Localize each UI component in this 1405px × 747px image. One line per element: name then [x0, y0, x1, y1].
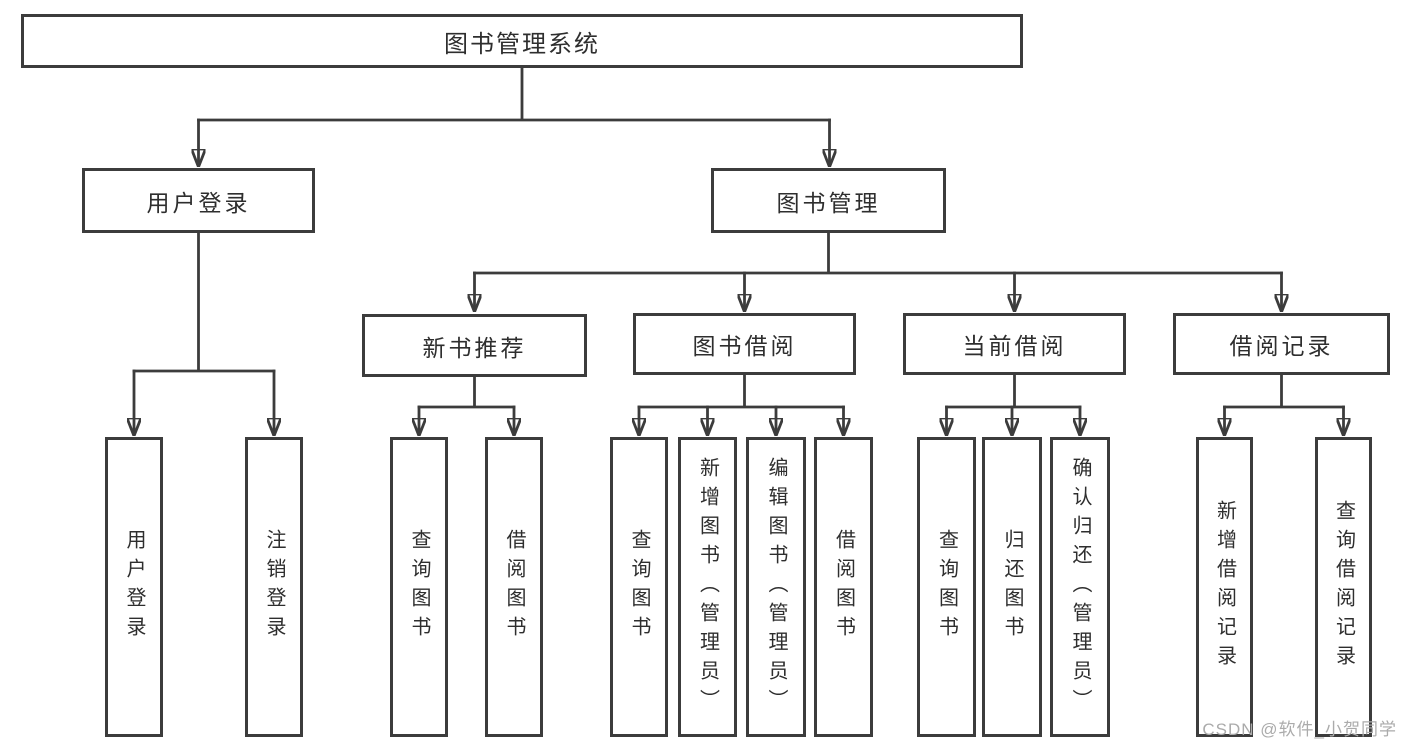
node-book-management-label: 图书管理 [776, 189, 881, 216]
node-borrowing-records: 借阅记录 [1173, 313, 1390, 375]
leaf-borrow-books-borrowing-label: 借阅图书 [832, 529, 855, 645]
leaf-edit-books-admin-label: 编辑图书（管理员） [765, 456, 787, 718]
leaf-borrow-books-recommend-label: 借阅图书 [503, 529, 525, 645]
leaf-return-books: 归还图书 [982, 437, 1042, 737]
leaf-logout-label: 注销登录 [263, 529, 285, 645]
leaf-query-books-current: 查询图书 [917, 437, 976, 737]
leaf-query-books-recommend: 查询图书 [390, 437, 448, 737]
leaf-query-borrow-record-label: 查询借阅记录 [1332, 500, 1355, 674]
connector-current-borrowing [947, 373, 1081, 434]
node-new-book-recommend: 新书推荐 [362, 314, 587, 377]
connector-new-book-recommend [419, 375, 514, 434]
leaf-borrow-books-recommend: 借阅图书 [485, 437, 543, 737]
connector-borrowing-records [1225, 373, 1344, 434]
node-user-login: 用户登录 [82, 168, 315, 233]
node-current-borrowing-label: 当前借阅 [962, 333, 1067, 359]
connector-book-borrowing [639, 373, 844, 434]
leaf-user-login-label: 用户登录 [123, 529, 145, 645]
leaf-add-books-admin-label: 新增图书（管理员） [696, 456, 719, 718]
leaf-user-login: 用户登录 [105, 437, 163, 737]
leaf-add-borrow-record-label: 新增借阅记录 [1213, 500, 1236, 674]
csdn-watermark: CSDN @软件_小贺同学 [1202, 720, 1397, 739]
leaf-logout: 注销登录 [245, 437, 303, 737]
node-new-book-recommend-label: 新书推荐 [422, 334, 527, 361]
node-current-borrowing: 当前借阅 [903, 313, 1126, 375]
node-root: 图书管理系统 [21, 14, 1023, 68]
connector-book-management [475, 231, 1282, 310]
leaf-query-books-current-label: 查询图书 [935, 529, 958, 645]
node-user-login-label: 用户登录 [146, 189, 251, 216]
connector-user-login [134, 231, 274, 434]
leaf-borrow-books-borrowing: 借阅图书 [814, 437, 873, 737]
leaf-query-borrow-record: 查询借阅记录 [1315, 437, 1372, 737]
node-borrowing-records-label: 借阅记录 [1229, 333, 1334, 359]
leaf-query-books-borrowing-label: 查询图书 [628, 529, 650, 645]
node-book-management: 图书管理 [711, 168, 946, 233]
connector-root [199, 66, 830, 165]
node-root-label: 图书管理系统 [444, 30, 600, 58]
leaf-query-books-recommend-label: 查询图书 [408, 529, 430, 645]
leaf-return-books-label: 归还图书 [1001, 529, 1023, 645]
leaf-query-books-borrowing: 查询图书 [610, 437, 668, 737]
node-book-borrowing-label: 图书借阅 [692, 333, 797, 359]
leaf-edit-books-admin: 编辑图书（管理员） [746, 437, 806, 737]
leaf-add-books-admin: 新增图书（管理员） [678, 437, 737, 737]
node-book-borrowing: 图书借阅 [633, 313, 856, 375]
leaf-confirm-return-admin: 确认归还（管理员） [1050, 437, 1110, 737]
leaf-confirm-return-admin-label: 确认归还（管理员） [1069, 456, 1091, 718]
leaf-add-borrow-record: 新增借阅记录 [1196, 437, 1253, 737]
